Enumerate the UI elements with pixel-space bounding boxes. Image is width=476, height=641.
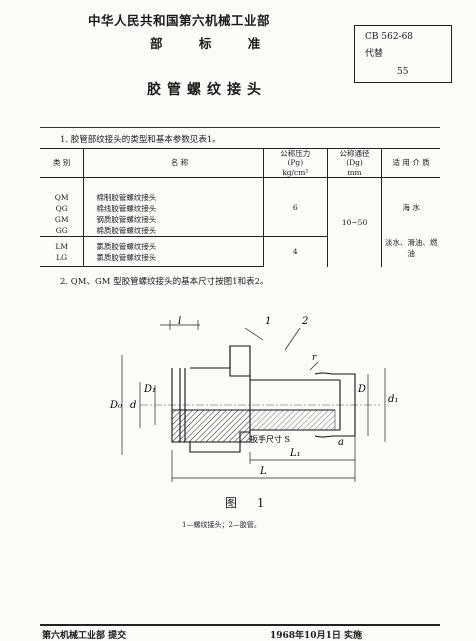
cell-type: LM	[55, 242, 69, 252]
pressure-symbol: (Pg)	[287, 158, 304, 168]
joint-types-table: 类 别 名 称 公称压力 (Pg) kg/cm² 公称通径 (Dg) mm 适 …	[40, 147, 440, 268]
cell-medium: 海 水	[381, 177, 440, 237]
label-a: a	[338, 437, 344, 448]
standard-code-box: CB 562-68 代替 55	[354, 25, 452, 83]
label-L: L	[259, 466, 267, 477]
label-item-2: 2	[301, 316, 308, 327]
cell-name: 氯质胶管螺纹接头	[83, 236, 264, 253]
section-2-text: 2. QM、GM 型胶管螺纹接头的基本尺寸按图1和表2。	[60, 277, 269, 287]
replaces-label: 代替	[365, 49, 384, 59]
replaces-number: 55	[397, 67, 409, 77]
col-header-medium: 适 用 介 质	[381, 147, 440, 179]
label-d1: d₁	[388, 394, 398, 405]
col-header-pressure: 公称压力 (Pg) kg/cm²	[262, 147, 328, 179]
col-header-diameter: 公称通径 (Dg) mm	[326, 147, 382, 179]
table-row: QM 棉制胶管螺纹接头 6 10~50 海 水	[40, 177, 440, 267]
label-D1: D₁	[143, 384, 156, 395]
standard-code: CB 562-68	[365, 32, 414, 42]
section-hatching	[171, 409, 336, 443]
label-d: d	[130, 400, 136, 411]
top-rule	[40, 127, 440, 128]
table-row: LG 氯质胶管螺纹接头	[40, 252, 440, 268]
cell-pressure: 4	[262, 236, 328, 267]
label-D0: D₀	[109, 400, 122, 411]
cell-medium: 淡水、滑油、燃油	[381, 236, 440, 267]
cell-name: 棉质胶管螺纹接头	[83, 225, 264, 238]
label-r: r	[312, 353, 317, 363]
pressure-unit: kg/cm²	[282, 167, 309, 177]
section-1-text: 1. 胶管部纹接头的类型和基本参数见表1。	[60, 135, 221, 145]
cell-name: 棉线胶管螺纹接头	[83, 203, 264, 215]
cell-pressure: 6	[262, 177, 328, 238]
dimension-lines	[121, 320, 386, 482]
figure-caption: 图 1	[225, 496, 273, 510]
cell-type: GM	[54, 215, 69, 225]
document-title: 胶管螺纹接头	[147, 82, 267, 98]
label-l: l	[178, 316, 181, 327]
cell-name: 钢质胶管螺纹接头	[83, 214, 264, 226]
effective-date: 1968年10月1日 实施	[270, 631, 362, 641]
cell-type: QM	[54, 193, 69, 203]
cell-diameter: 10~50	[326, 177, 382, 267]
diameter-label: 公称通径	[339, 149, 370, 158]
diameter-unit: mm	[347, 167, 362, 177]
col-header-type: 类 别	[40, 147, 84, 179]
standard-type: 部 标 准	[150, 36, 277, 51]
col-header-name: 名 称	[83, 147, 264, 179]
hose-joint-drawing: l 1 2 r D₀ d D₁ D d₁ a L₁ L 扳手尺寸 S	[109, 316, 398, 482]
bottom-rule	[40, 624, 440, 626]
cell-type: GG	[40, 225, 84, 238]
label-thread-note: 扳手尺寸 S	[250, 434, 290, 444]
table-row: GG 棉质胶管螺纹接头	[40, 225, 440, 238]
cell-name: 氯质胶管螺纹接头	[83, 252, 264, 268]
label-D: D	[357, 384, 366, 395]
diameter-symbol: (Dg)	[346, 158, 363, 168]
publisher: 第六机械工业部 提交	[42, 631, 127, 641]
figure-note: 1—螺纹接头；2—胶管。	[182, 521, 261, 529]
label-item-1: 1	[265, 316, 271, 327]
cell-type: LG	[40, 252, 84, 268]
label-L1: L₁	[289, 448, 301, 459]
table-row: QG 棉线胶管螺纹接头	[40, 203, 440, 215]
pressure-label: 公称压力	[280, 149, 311, 158]
issuing-organization: 中华人民共和国第六机械工业部	[88, 13, 271, 28]
cell-name: 棉制胶管螺纹接头	[83, 177, 264, 204]
table-row: LM 氯质胶管螺纹接头 4 淡水、滑油、燃油	[40, 236, 440, 267]
table-row: GM 钢质胶管螺纹接头	[40, 214, 440, 226]
cell-type: QG	[55, 204, 68, 214]
